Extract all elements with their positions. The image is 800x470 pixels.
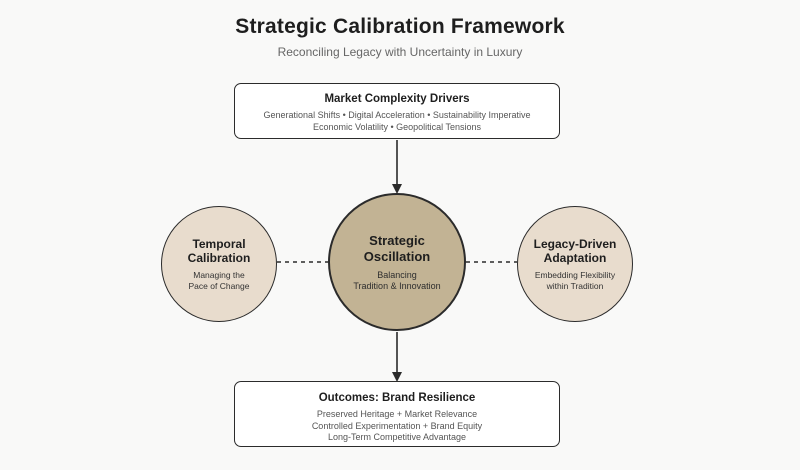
node-title-line: Temporal bbox=[192, 237, 246, 251]
node-desc-line: Balancing bbox=[377, 269, 417, 280]
node-title-line: Oscillation bbox=[363, 248, 431, 264]
market-drivers-line: Economic Volatility • Geopolitical Tensi… bbox=[312, 121, 482, 132]
market-drivers-title: Market Complexity Drivers bbox=[324, 93, 470, 105]
node-desc-line: Tradition & Innovation bbox=[353, 280, 441, 291]
outcomes-line: Preserved Heritage + Market Relevance bbox=[316, 409, 478, 419]
node-title-line: Adaptation bbox=[543, 251, 607, 265]
node-title-line: Calibration bbox=[187, 251, 251, 265]
node-desc-line: Managing the bbox=[193, 270, 245, 280]
temporal-calibration-node: Temporal Calibration Managing the Pace o… bbox=[161, 206, 277, 322]
outcomes-line: Controlled Experimentation + Brand Equit… bbox=[311, 420, 483, 431]
diagram-title: Strategic Calibration Framework bbox=[235, 15, 565, 38]
node-title-line: Legacy-Driven bbox=[533, 237, 617, 251]
diagram-subtitle: Reconciling Legacy with Uncertainty in L… bbox=[277, 45, 523, 59]
strategic-oscillation-node: Strategic Oscillation Balancing Traditio… bbox=[328, 193, 466, 331]
node-desc-line: within Tradition bbox=[546, 280, 604, 291]
outcomes-title: Outcomes: Brand Resilience bbox=[318, 392, 476, 404]
legacy-driven-adaptation-node: Legacy-Driven Adaptation Embedding Flexi… bbox=[517, 206, 633, 322]
outcomes-box: Outcomes: Brand Resilience Preserved Her… bbox=[234, 381, 560, 447]
market-drivers-line: Generational Shifts • Digital Accelerati… bbox=[263, 110, 531, 120]
market-drivers-box: Market Complexity Drivers Generational S… bbox=[234, 83, 560, 139]
node-title-line: Strategic bbox=[369, 232, 425, 248]
node-desc-line: Pace of Change bbox=[188, 280, 250, 291]
node-desc-line: Embedding Flexibility bbox=[534, 270, 616, 280]
outcomes-line: Long-Term Competitive Advantage bbox=[327, 432, 467, 442]
